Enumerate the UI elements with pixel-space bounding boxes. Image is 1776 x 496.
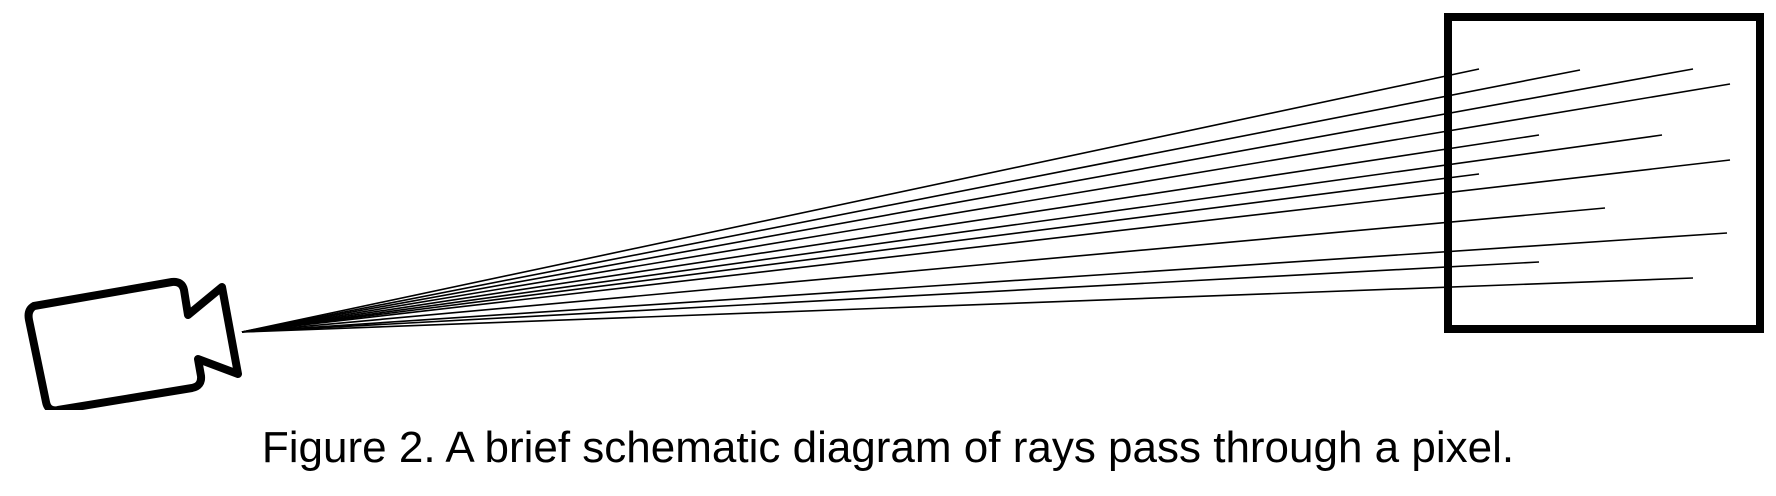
- ray: [241, 232, 1728, 333]
- ray: [241, 261, 1540, 333]
- ray: [241, 83, 1731, 333]
- ray: [241, 69, 1581, 333]
- ray: [241, 159, 1731, 333]
- video-camera-icon: [24, 277, 242, 410]
- ray-diagram: [24, 13, 1764, 410]
- ray: [241, 207, 1606, 333]
- ray: [241, 68, 1694, 333]
- ray: [241, 173, 1480, 333]
- figure-caption: Figure 2. A brief schematic diagram of r…: [261, 423, 1515, 472]
- ray: [241, 277, 1694, 333]
- rays: [241, 68, 1731, 333]
- ray: [241, 134, 1540, 333]
- pixel-square: [1444, 13, 1764, 333]
- ray: [241, 68, 1480, 333]
- ray: [241, 134, 1663, 333]
